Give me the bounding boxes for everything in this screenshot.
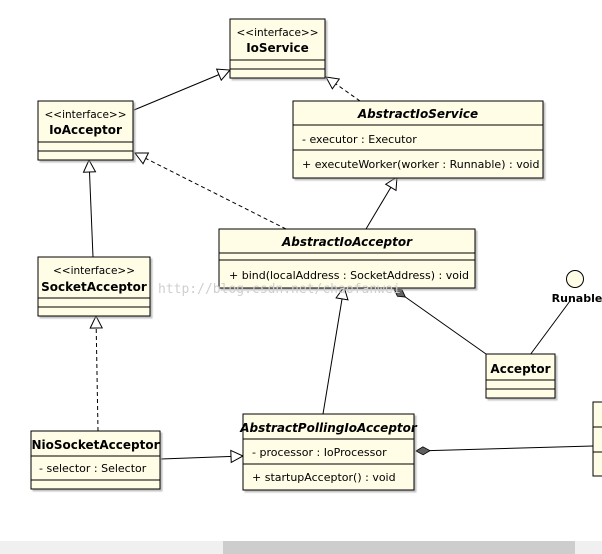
horizontal-scrollbar-thumb[interactable] [223, 541, 575, 554]
watermark: http://blog.csdn.net/chaofanwei [158, 282, 401, 297]
class-ioacceptor[interactable]: <<interface>> IoAcceptor [37, 100, 134, 161]
edge-acceptor-runable [529, 300, 571, 356]
class-abstractioservice[interactable]: AbstractIoService - executor : Executor … [292, 100, 544, 179]
abstractioservice-name: AbstractIoService [357, 107, 478, 121]
connectors [89, 70, 594, 459]
abstractpolling-attr-processor: - processor : IoProcessor [252, 446, 387, 459]
edge-offscreen-composition [415, 445, 594, 456]
class-acceptor[interactable]: Acceptor [485, 353, 556, 399]
ioservice-stereotype: <<interface>> [236, 27, 318, 39]
abstractpolling-op-startupacceptor: + startupAcceptor() : void [252, 471, 396, 484]
class-offscreen-partial[interactable] [592, 401, 602, 477]
niosocketacceptor-name: NioSocketAcceptor [31, 438, 159, 452]
class-abstractioacceptor[interactable]: AbstractIoAcceptor + bind(localAddress :… [218, 228, 476, 289]
socketacceptor-name: SocketAcceptor [41, 280, 147, 294]
abstractpolling-name: AbstractPollingIoAcceptor [239, 421, 418, 435]
edge-ioacceptor-to-ioservice [133, 70, 230, 111]
edge-abstractpolling-to-abstractioacceptor [322, 287, 344, 415]
abstractioservice-attr-executor: - executor : Executor [302, 133, 417, 146]
runable-interface[interactable]: Runable [552, 270, 602, 306]
abstractioservice-op-executeworker: + executeWorker(worker : Runnable) : voi… [302, 158, 539, 171]
edge-acceptor-composition [393, 288, 487, 355]
runable-label: Runable [552, 292, 602, 305]
ioacceptor-name: IoAcceptor [49, 123, 122, 137]
abstractioacceptor-op-bind: + bind(localAddress : SocketAddress) : v… [229, 269, 469, 282]
edge-abstractioacceptor-to-abstractioservice [365, 177, 397, 230]
niosocketacceptor-attr-selector: - selector : Selector [39, 462, 147, 475]
abstractioacceptor-name: AbstractIoAcceptor [281, 235, 413, 249]
edge-niosocketacceptor-to-socketacceptor [96, 316, 98, 432]
ioacceptor-stereotype: <<interface>> [44, 109, 126, 121]
class-socketacceptor[interactable]: <<interface>> SocketAcceptor [37, 256, 151, 317]
runable-lollipop-icon [566, 270, 584, 288]
edge-abstractioacceptor-to-ioacceptor [135, 153, 287, 230]
edge-niosocketacceptor-to-abstractpolling [160, 456, 243, 459]
class-abstractpollingioacceptor[interactable]: AbstractPollingIoAcceptor - processor : … [239, 413, 418, 491]
socketacceptor-stereotype: <<interface>> [53, 265, 135, 277]
class-niosocketacceptor[interactable]: NioSocketAcceptor - selector : Selector [30, 430, 161, 490]
ioservice-name: IoService [246, 41, 309, 55]
edge-abstractioservice-to-ioservice [326, 77, 361, 102]
edge-socketacceptor-to-ioacceptor [89, 160, 93, 258]
acceptor-name: Acceptor [490, 362, 550, 376]
class-ioservice[interactable]: <<interface>> IoService [229, 18, 326, 79]
